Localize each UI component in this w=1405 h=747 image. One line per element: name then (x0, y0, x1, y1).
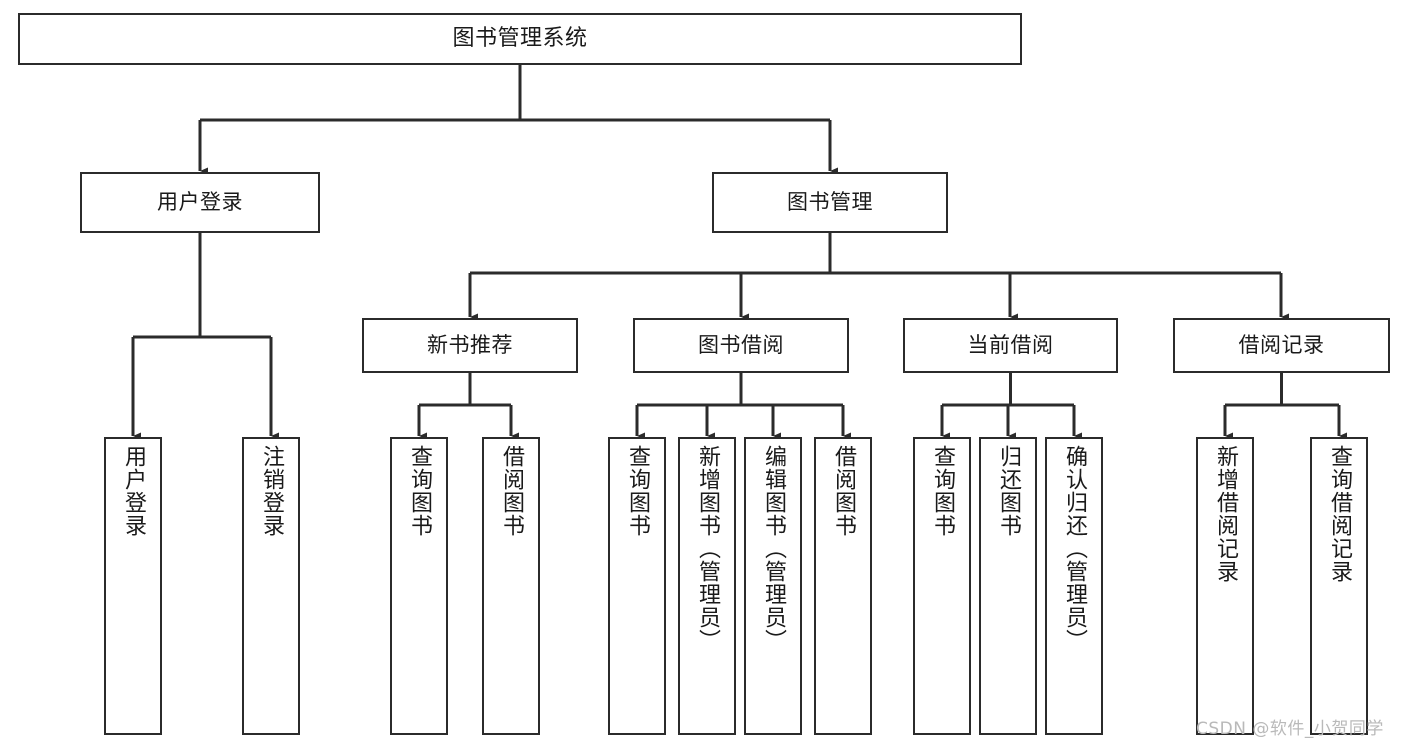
node-leaf-add-book[interactable]: 新增图书（管理员） (678, 437, 736, 735)
node-label-new-book-recommend: 新书推荐 (427, 333, 513, 357)
node-book-management[interactable]: 图书管理 (712, 172, 948, 233)
node-leaf-query-book-1[interactable]: 查询图书 (390, 437, 448, 735)
node-user-login[interactable]: 用户登录 (80, 172, 320, 233)
node-label-leaf-query-record: 查询借阅记录 (1326, 445, 1352, 583)
node-label-leaf-borrow-book-2: 借阅图书 (830, 445, 856, 537)
node-leaf-borrow-book-1[interactable]: 借阅图书 (482, 437, 540, 735)
node-book-borrow[interactable]: 图书借阅 (633, 318, 849, 373)
node-label-root: 图书管理系统 (452, 26, 588, 51)
node-label-leaf-query-book-3: 查询图书 (929, 445, 955, 537)
node-label-leaf-add-book: 新增图书（管理员） (694, 445, 720, 652)
node-label-leaf-borrow-book-1: 借阅图书 (498, 445, 524, 537)
node-label-leaf-query-book-1: 查询图书 (406, 445, 432, 537)
node-leaf-confirm-return[interactable]: 确认归还（管理员） (1045, 437, 1103, 735)
node-leaf-borrow-book-2[interactable]: 借阅图书 (814, 437, 872, 735)
node-root[interactable]: 图书管理系统 (18, 13, 1022, 65)
node-leaf-logout[interactable]: 注销登录 (242, 437, 300, 735)
node-leaf-query-book-2[interactable]: 查询图书 (608, 437, 666, 735)
node-leaf-return-book[interactable]: 归还图书 (979, 437, 1037, 735)
node-current-borrow[interactable]: 当前借阅 (903, 318, 1118, 373)
node-label-book-management: 图书管理 (787, 190, 873, 214)
node-label-current-borrow: 当前借阅 (967, 333, 1054, 357)
node-label-book-borrow: 图书借阅 (698, 333, 784, 357)
node-label-leaf-return-book: 归还图书 (995, 445, 1021, 537)
node-label-leaf-query-book-2: 查询图书 (624, 445, 650, 537)
node-new-book-recommend[interactable]: 新书推荐 (362, 318, 578, 373)
node-label-leaf-logout: 注销登录 (258, 445, 284, 537)
node-label-leaf-confirm-return: 确认归还（管理员） (1061, 445, 1087, 652)
node-label-borrow-record: 借阅记录 (1238, 333, 1325, 357)
watermark-text: CSDN @软件_小贺同学 (1196, 719, 1384, 739)
node-borrow-record[interactable]: 借阅记录 (1173, 318, 1390, 373)
node-label-user-login: 用户登录 (157, 190, 243, 214)
node-label-leaf-edit-book: 编辑图书（管理员） (760, 445, 786, 652)
node-leaf-user-login[interactable]: 用户登录 (104, 437, 162, 735)
node-leaf-add-record[interactable]: 新增借阅记录 (1196, 437, 1254, 735)
node-label-leaf-add-record: 新增借阅记录 (1212, 445, 1238, 583)
node-leaf-query-record[interactable]: 查询借阅记录 (1310, 437, 1368, 735)
node-leaf-edit-book[interactable]: 编辑图书（管理员） (744, 437, 802, 735)
node-leaf-query-book-3[interactable]: 查询图书 (913, 437, 971, 735)
node-label-leaf-user-login: 用户登录 (120, 445, 146, 537)
